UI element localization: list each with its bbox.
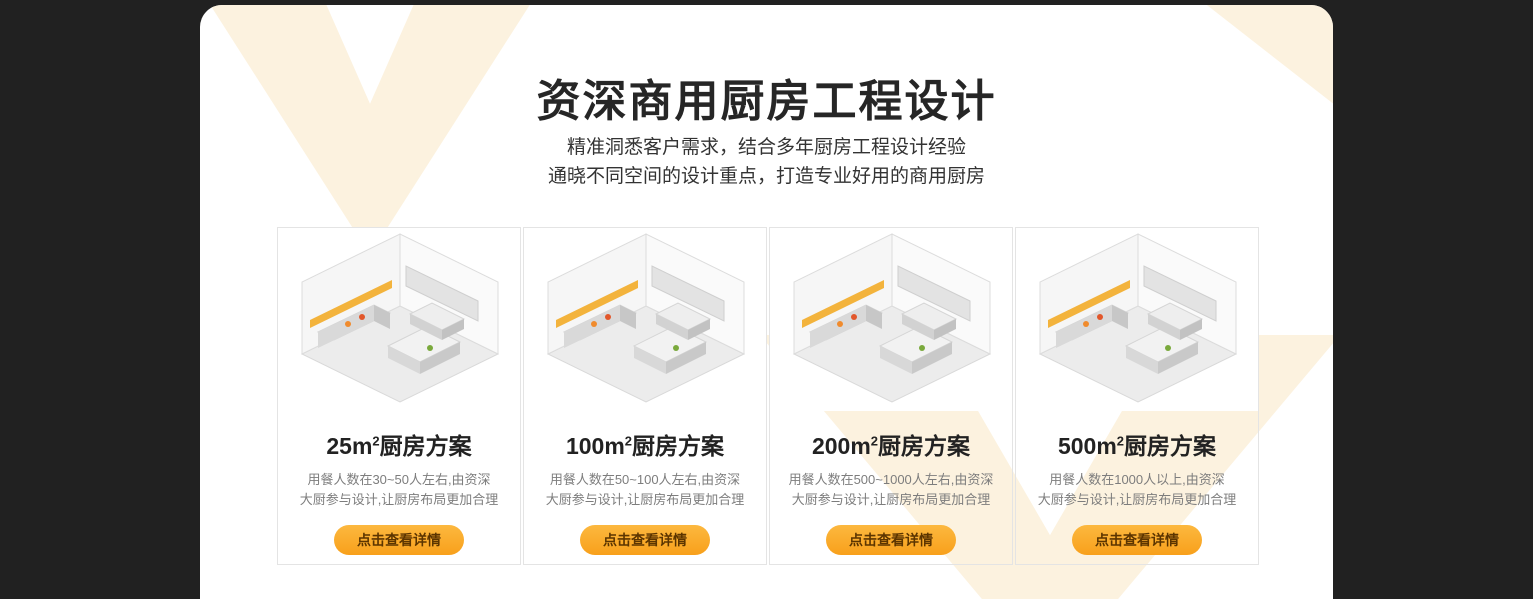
plan-title-suffix: 厨房方案 bbox=[1124, 433, 1217, 459]
page-subtitle-line2: 通晓不同空间的设计重点，打造专业好用的商用厨房 bbox=[547, 166, 985, 187]
plan-area: 25m bbox=[326, 433, 373, 459]
page-title: 资深商用厨房工程设计 bbox=[536, 77, 997, 126]
plan-title: 25m2厨房方案 bbox=[278, 427, 520, 461]
plan-desc-line2: 大厨参与设计,让厨房布局更加合理 bbox=[1037, 492, 1237, 507]
plan-title: 200m2厨房方案 bbox=[770, 427, 1012, 461]
plan-desc-line1: 用餐人数在500~1000人左右,由资深 bbox=[788, 472, 994, 487]
plan-area-sup: 2 bbox=[372, 433, 380, 449]
kitchen-render-image bbox=[1016, 228, 1258, 411]
plan-cards-row: 25m2厨房方案 用餐人数在30~50人左右,由资深 大厨参与设计,让厨房布局更… bbox=[277, 227, 1259, 565]
chevron-decoration-top-left bbox=[200, 5, 600, 255]
plan-description: 用餐人数在500~1000人左右,由资深 大厨参与设计,让厨房布局更加合理 bbox=[770, 470, 1012, 510]
plan-desc-line1: 用餐人数在50~100人左右,由资深 bbox=[549, 472, 741, 487]
plan-card-200sqm: 200m2厨房方案 用餐人数在500~1000人左右,由资深 大厨参与设计,让厨… bbox=[769, 227, 1013, 565]
plan-area: 100m bbox=[565, 433, 625, 459]
page-subtitle: 精准洞悉客户需求，结合多年厨房工程设计经验 通晓不同空间的设计重点，打造专业好用… bbox=[200, 133, 1333, 191]
plan-area: 500m bbox=[1057, 433, 1117, 459]
plan-description: 用餐人数在1000人以上,由资深 大厨参与设计,让厨房布局更加合理 bbox=[1016, 470, 1258, 510]
plan-title-suffix: 厨房方案 bbox=[632, 433, 725, 459]
kitchen-render-image bbox=[278, 228, 520, 411]
view-details-button[interactable]: 点击查看详情 bbox=[580, 525, 710, 555]
plan-desc-line1: 用餐人数在1000人以上,由资深 bbox=[1049, 472, 1225, 487]
kitchen-render-image bbox=[770, 228, 1012, 411]
plan-description: 用餐人数在30~50人左右,由资深 大厨参与设计,让厨房布局更加合理 bbox=[278, 470, 520, 510]
page-subtitle-line1: 精准洞悉客户需求，结合多年厨房工程设计经验 bbox=[566, 137, 966, 158]
plan-desc-line2: 大厨参与设计,让厨房布局更加合理 bbox=[545, 492, 745, 507]
kitchen-render-image bbox=[524, 228, 766, 411]
content-panel: 资深商用厨房工程设计 精准洞悉客户需求，结合多年厨房工程设计经验 通晓不同空间的… bbox=[200, 5, 1333, 599]
plan-title-suffix: 厨房方案 bbox=[878, 433, 971, 459]
plan-area-sup: 2 bbox=[624, 433, 633, 449]
view-details-button[interactable]: 点击查看详情 bbox=[826, 525, 956, 555]
plan-title-suffix: 厨房方案 bbox=[379, 433, 472, 459]
plan-area-sup: 2 bbox=[1116, 433, 1125, 449]
view-details-button[interactable]: 点击查看详情 bbox=[334, 525, 464, 555]
plan-area-sup: 2 bbox=[870, 433, 879, 449]
plan-area: 200m bbox=[811, 433, 871, 459]
plan-title: 100m2厨房方案 bbox=[524, 427, 766, 461]
plan-card-25sqm: 25m2厨房方案 用餐人数在30~50人左右,由资深 大厨参与设计,让厨房布局更… bbox=[277, 227, 521, 565]
plan-card-100sqm: 100m2厨房方案 用餐人数在50~100人左右,由资深 大厨参与设计,让厨房布… bbox=[523, 227, 767, 565]
plan-description: 用餐人数在50~100人左右,由资深 大厨参与设计,让厨房布局更加合理 bbox=[524, 470, 766, 510]
plan-title: 500m2厨房方案 bbox=[1016, 427, 1258, 461]
plan-desc-line2: 大厨参与设计,让厨房布局更加合理 bbox=[299, 492, 499, 507]
view-details-button[interactable]: 点击查看详情 bbox=[1072, 525, 1202, 555]
plan-desc-line2: 大厨参与设计,让厨房布局更加合理 bbox=[791, 492, 991, 507]
plan-desc-line1: 用餐人数在30~50人左右,由资深 bbox=[307, 472, 491, 487]
plan-card-500sqm: 500m2厨房方案 用餐人数在1000人以上,由资深 大厨参与设计,让厨房布局更… bbox=[1015, 227, 1259, 565]
